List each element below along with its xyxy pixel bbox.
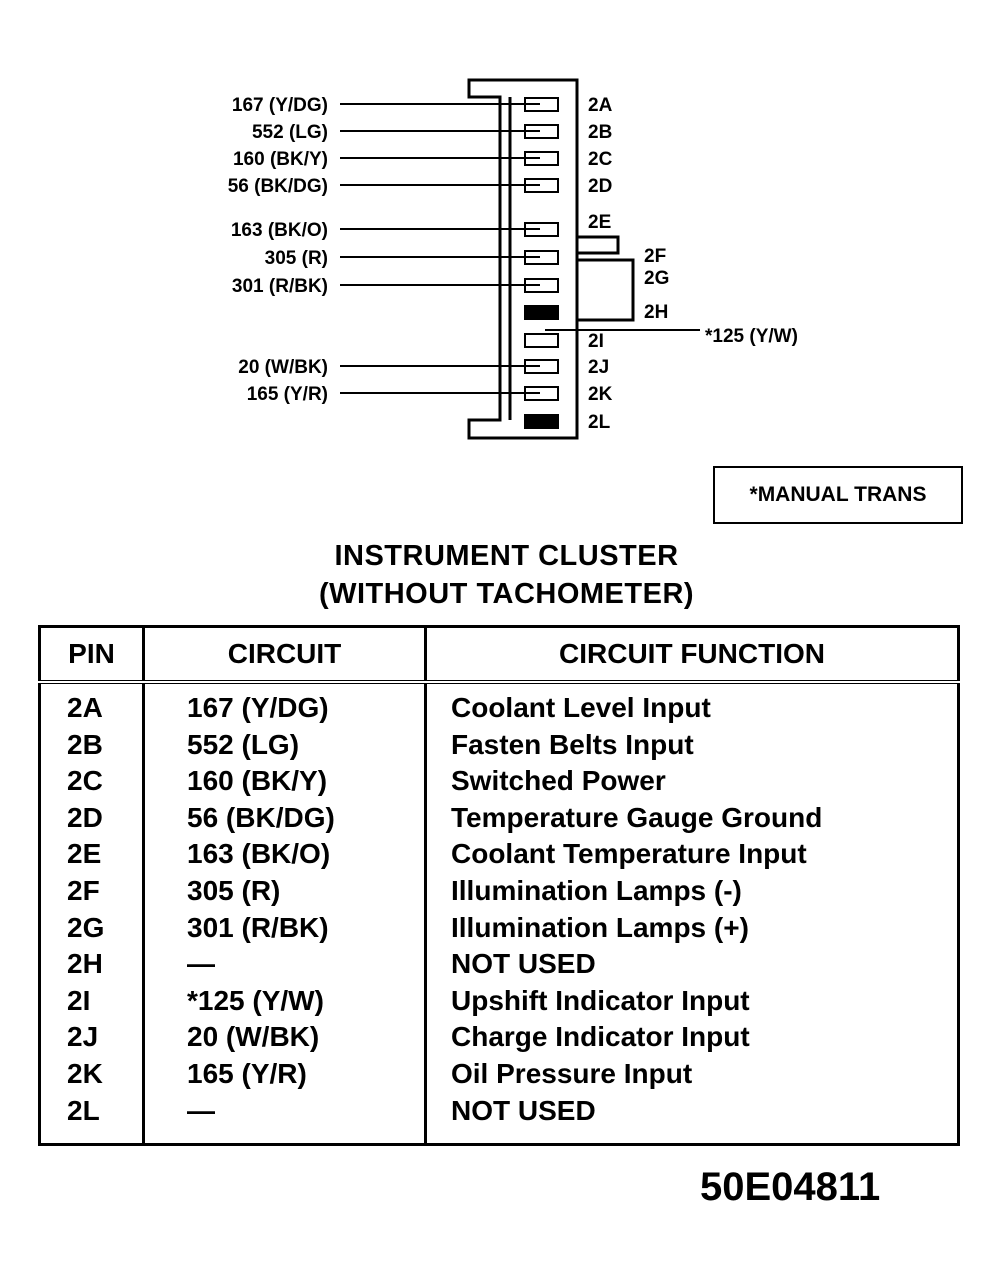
cell-circuit: 163 (BK/O) xyxy=(143,836,427,873)
manual-trans-note: *MANUAL TRANS xyxy=(713,466,963,524)
cell-circuit: 167 (Y/DG) xyxy=(143,682,427,727)
table-row: 2H— NOT USED xyxy=(39,946,959,983)
cell-pin: 2J xyxy=(39,1019,145,1056)
cell-pin: 2K xyxy=(39,1055,145,1093)
cell-function: NOT USED xyxy=(451,1094,596,1126)
wire-label-125: *125 (Y/W) xyxy=(705,326,798,347)
cell-function: Oil Pressure Input xyxy=(451,1057,693,1089)
cell-function: Upshift Indicator Input xyxy=(451,984,750,1016)
pin-label-2d: 2D xyxy=(588,176,612,197)
pin-cavity-2l xyxy=(524,414,559,429)
cell-function: Coolant Temperature Input xyxy=(451,838,807,870)
cell-function: NOT USED xyxy=(451,948,596,980)
pin-label-2i: 2I xyxy=(588,331,604,352)
cell-circuit: 56 (BK/DG) xyxy=(143,799,427,837)
diagram-subtitle: (WITHOUT TACHOMETER) xyxy=(318,578,695,610)
pin-label-2l: 2L xyxy=(588,412,611,433)
pin-label-2h: 2H xyxy=(644,302,668,323)
cell-pin: 2H xyxy=(39,946,145,983)
pin-label-2g: 2G xyxy=(644,268,669,289)
pin-label-2b: 2B xyxy=(588,122,612,143)
cell-pin: 2L xyxy=(39,1092,145,1145)
pin-cavity-2h xyxy=(524,305,559,320)
diagram-title: INSTRUMENT CLUSTER xyxy=(334,540,679,572)
cell-circuit: 301 (R/BK) xyxy=(143,909,427,947)
pin-cavity-2i xyxy=(524,333,559,348)
pin-2g-2h-loop xyxy=(577,258,635,322)
cell-pin: 2A xyxy=(39,682,145,727)
cell-circuit: — xyxy=(143,946,427,983)
pin-2e-tab xyxy=(577,235,620,255)
cell-pin: 2F xyxy=(39,872,145,910)
table-row: 2I*125 (Y/W) Upshift Indicator Input xyxy=(39,982,959,1020)
cell-function: Switched Power xyxy=(451,765,666,797)
cell-function: Charge Indicator Input xyxy=(451,1021,750,1053)
pin-label-2k: 2K xyxy=(588,384,613,405)
wire-label-2a: 167 (Y/DG) xyxy=(232,95,328,116)
cell-function: Illumination Lamps (-) xyxy=(451,874,742,906)
cell-pin: 2C xyxy=(39,763,145,800)
cell-pin: 2G xyxy=(39,909,145,947)
cell-function: Fasten Belts Input xyxy=(451,728,694,760)
pin-label-2j: 2J xyxy=(588,357,609,378)
cell-pin: 2E xyxy=(39,836,145,873)
wire-label-2d: 56 (BK/DG) xyxy=(228,176,328,197)
cell-circuit: 305 (R) xyxy=(143,872,427,910)
pin-label-2a: 2A xyxy=(588,95,613,116)
cell-pin: 2B xyxy=(39,726,145,764)
header-circuit: CIRCUIT xyxy=(143,626,427,684)
cell-circuit: 165 (Y/R) xyxy=(143,1055,427,1093)
cell-circuit: 552 (LG) xyxy=(143,726,427,764)
cell-pin: 2D xyxy=(39,799,145,837)
pin-label-2c: 2C xyxy=(588,149,613,170)
cell-circuit: 160 (BK/Y) xyxy=(143,763,427,800)
wire-label-2g: 301 (R/BK) xyxy=(232,276,328,297)
table-header-row: PIN CIRCUIT CIRCUIT FUNCTION xyxy=(39,626,959,684)
cell-circuit: — xyxy=(143,1092,427,1145)
header-circuit-function: CIRCUIT FUNCTION xyxy=(425,626,959,684)
wire-label-2k: 165 (Y/R) xyxy=(247,384,328,405)
wire-label-2c: 160 (BK/Y) xyxy=(233,149,328,170)
cell-circuit: 20 (W/BK) xyxy=(143,1019,427,1056)
wire-label-2b: 552 (LG) xyxy=(252,122,328,143)
connector-housing xyxy=(467,78,579,440)
pin-label-2f: 2F xyxy=(644,246,666,267)
table-row: 2L— NOT USED xyxy=(39,1092,959,1145)
part-number: 50E04811 xyxy=(700,1165,881,1209)
pin-label-2e: 2E xyxy=(588,212,611,233)
cell-circuit: *125 (Y/W) xyxy=(143,982,427,1020)
wire-label-2j: 20 (W/BK) xyxy=(238,357,328,378)
cell-function: Illumination Lamps (+) xyxy=(451,911,749,943)
manual-trans-note-text: *MANUAL TRANS xyxy=(749,483,927,506)
wire-label-2e: 163 (BK/O) xyxy=(231,220,328,241)
wire-label-2f: 305 (R) xyxy=(265,248,328,269)
cell-function: Coolant Level Input xyxy=(451,692,711,723)
connector-diagram: 2A 167 (Y/DG) 2B 552 (LG) 2C 160 (BK/Y) 2D 56 (… xyxy=(228,78,798,440)
header-pin: PIN xyxy=(39,626,145,684)
cell-pin: 2I xyxy=(39,982,145,1020)
cell-function: Temperature Gauge Ground xyxy=(451,801,823,833)
